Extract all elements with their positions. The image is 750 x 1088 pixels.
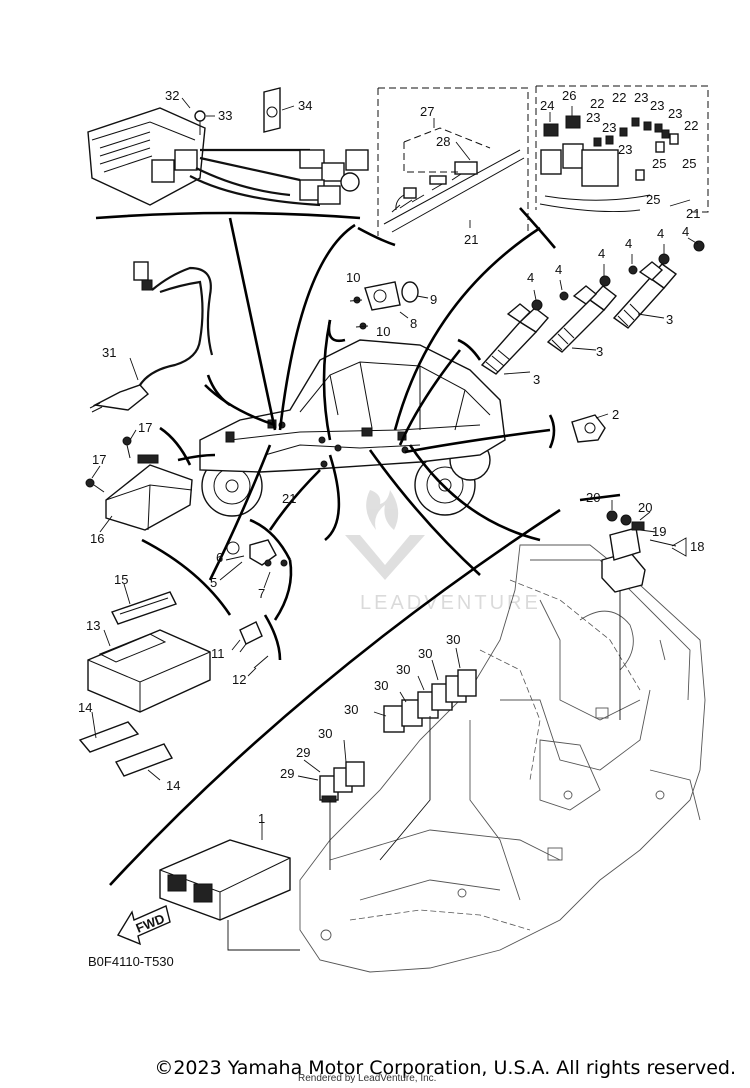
callout-4-a: 4 [527, 270, 534, 285]
part-5-sensor [226, 539, 288, 567]
frame-chassis [299, 544, 706, 973]
fwd-label: FWD [134, 911, 167, 936]
part-30-relays [319, 669, 477, 803]
watermark-logo [345, 490, 425, 580]
injector-c [612, 240, 705, 329]
part-18-starter-relay [601, 510, 646, 593]
callout-9: 9 [430, 292, 437, 307]
callout-16: 16 [90, 531, 104, 546]
callout-11: 11 [211, 646, 225, 661]
callout-4-e: 4 [657, 226, 664, 241]
callout-26: 26 [562, 88, 576, 103]
callout-4-f: 4 [682, 224, 689, 239]
callout-32: 32 [165, 88, 179, 103]
callout-4-b: 4 [555, 262, 562, 277]
callout-4-c: 4 [598, 246, 605, 261]
callout-3-c: 3 [666, 312, 673, 327]
callout-14-a: 14 [78, 700, 92, 715]
part-15-battery-band [111, 591, 177, 625]
callout-25-b: 25 [682, 156, 696, 171]
callout-3-a: 3 [533, 372, 540, 387]
callout-8: 8 [410, 316, 417, 331]
part-32-control-module [87, 87, 369, 207]
vehicle-silhouette [199, 339, 506, 517]
callout-14-b: 14 [166, 778, 180, 793]
detail-box-fuses [535, 85, 709, 213]
callout-2: 2 [612, 407, 619, 422]
part-3-injectors [480, 240, 705, 375]
callout-30-e: 30 [344, 702, 358, 717]
callout-33: 33 [218, 108, 232, 123]
callout-6: 6 [216, 550, 223, 565]
callout-30-f: 30 [318, 726, 332, 741]
callout-25-a: 25 [652, 156, 666, 171]
callout-22-a: 22 [590, 96, 604, 111]
detail-box-27-28 [377, 87, 529, 236]
leader-lines [91, 97, 699, 951]
callout-labels: 32 33 34 27 28 21 24 26 22 22 23 23 23 2… [78, 88, 704, 969]
diagram-code: B0F4110-T530 [88, 954, 174, 969]
callout-30-d: 30 [374, 678, 388, 693]
callout-19: 19 [652, 524, 666, 539]
part-1-ecu [159, 839, 291, 921]
copyright-notice: ©2023 Yamaha Motor Corporation, U.S.A. A… [154, 1057, 736, 1079]
callout-7: 7 [258, 586, 265, 601]
callout-22-b: 22 [612, 90, 626, 105]
callout-17-b: 17 [92, 452, 106, 467]
callout-13: 13 [86, 618, 100, 633]
callout-22-c: 22 [684, 118, 698, 133]
callout-31: 31 [102, 345, 116, 360]
callout-10-b: 10 [376, 324, 390, 339]
callout-4-d: 4 [625, 236, 632, 251]
callout-20-a: 20 [586, 490, 600, 505]
callout-27: 27 [420, 104, 434, 119]
callout-23-a: 23 [634, 90, 648, 105]
render-credit: Rendered by LeadVenture, Inc. [298, 1073, 437, 1084]
callout-23-e: 23 [602, 120, 616, 135]
callout-18: 18 [690, 539, 704, 554]
callout-10-a: 10 [346, 270, 360, 285]
callout-23-b: 23 [650, 98, 664, 113]
callout-30-c: 30 [396, 662, 410, 677]
callout-29-a: 29 [296, 745, 310, 760]
callout-21-a: 21 [464, 232, 478, 247]
callout-15: 15 [114, 572, 128, 587]
part-2-pressure-switch [571, 414, 606, 443]
callout-30-b: 30 [418, 646, 432, 661]
callout-23-c: 23 [668, 106, 682, 121]
callout-21-b: 21 [686, 206, 700, 221]
part-8-sensor [349, 281, 419, 330]
callout-30-a: 30 [446, 632, 460, 647]
callout-17-a: 17 [138, 420, 152, 435]
fwd-arrow: FWD [116, 905, 171, 946]
callout-34: 34 [298, 98, 312, 113]
callout-23-d: 23 [586, 110, 600, 125]
callout-25-c: 25 [646, 192, 660, 207]
callout-20-b: 20 [638, 500, 652, 515]
callout-3-b: 3 [596, 344, 603, 359]
part-13-battery [87, 629, 211, 713]
callout-23-f: 23 [618, 142, 632, 157]
callout-21-c: 21 [282, 491, 296, 506]
injector-b [546, 275, 618, 353]
callout-curves [95, 207, 621, 886]
callout-1: 1 [258, 811, 265, 826]
callout-12: 12 [232, 672, 246, 687]
part-16-module [85, 436, 193, 531]
callout-24: 24 [540, 98, 554, 113]
watermark-text: LEADVENTURE [360, 592, 541, 614]
part-11-sensor [239, 621, 269, 669]
part-14-pads [78, 721, 174, 777]
callout-5: 5 [210, 575, 217, 590]
injector-a [480, 299, 550, 375]
part-31-oxygen-sensor [89, 261, 214, 413]
callout-28: 28 [436, 134, 450, 149]
callout-29-b: 29 [280, 766, 294, 781]
